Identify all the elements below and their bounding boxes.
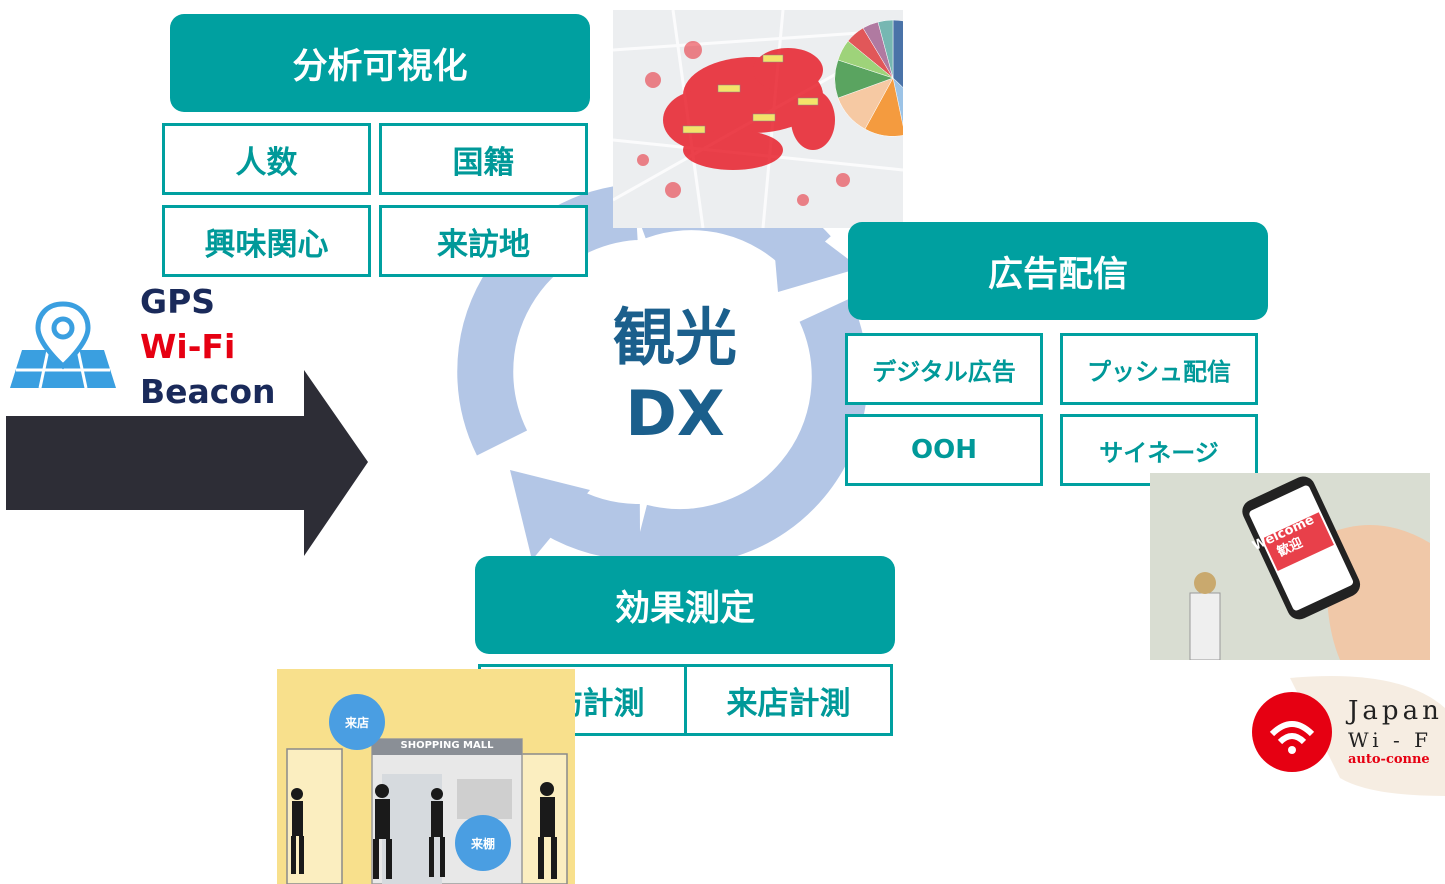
shopping-mall-image: SHOPPING MALL 来店 来棚: [277, 669, 575, 884]
map-pin-icon: [8, 300, 118, 392]
japan-wifi-logo: Japan Wi - F auto-conne: [1250, 668, 1445, 796]
mall-bubble-shelf: 来棚: [455, 815, 511, 871]
ads-cell-ooh: OOH: [845, 414, 1043, 486]
heatmap-image: [613, 10, 903, 228]
cycle-arc-right: [633, 298, 868, 565]
mall-bubble-visit-label: 来店: [344, 715, 369, 730]
source-beacon: Beacon: [140, 372, 276, 411]
mall-bubble-shelf-label: 来棚: [470, 836, 495, 851]
measure-header: 効果測定: [475, 556, 895, 654]
measure-cell-label: 来店計測: [726, 685, 851, 722]
jwifi-text-japan: Japan: [1348, 696, 1443, 726]
jwifi-text-wifi: Wi - F: [1348, 728, 1432, 752]
analysis-cell-people: 人数: [162, 123, 371, 195]
phone-photo: Welcome 歓迎: [1150, 473, 1430, 660]
analysis-cell-label: 来訪地: [437, 226, 530, 263]
mall-bubble-visit: 来店: [329, 694, 385, 750]
ads-cell-label: プッシュ配信: [1087, 357, 1231, 386]
ads-header: 広告配信: [848, 222, 1268, 320]
ads-cell-digital: デジタル広告: [845, 333, 1043, 405]
cycle-arc-left: [457, 184, 639, 456]
measure-cell-store: 来店計測: [684, 664, 893, 736]
source-gps: GPS: [140, 282, 216, 321]
ads-cell-label: OOH: [911, 435, 977, 465]
ads-cell-label: デジタル広告: [872, 357, 1016, 386]
ads-cell-label: サイネージ: [1099, 438, 1219, 467]
ads-title: 広告配信: [987, 254, 1128, 295]
analysis-title: 分析可視化: [292, 46, 468, 87]
source-wifi: Wi-Fi: [140, 327, 236, 366]
cycle-arrowhead-bottom: [510, 470, 590, 560]
measure-title: 効果測定: [614, 588, 755, 629]
input-arrow: [6, 370, 368, 556]
analysis-cell-label: 人数: [235, 144, 298, 181]
analysis-cell-label: 興味関心: [204, 226, 329, 263]
analysis-cell-nationality: 国籍: [379, 123, 588, 195]
jwifi-text-auto: auto-conne: [1348, 752, 1430, 767]
center-title-line1: 観光: [612, 301, 737, 374]
analysis-cell-interests: 興味関心: [162, 205, 371, 277]
mall-store-label: SHOPPING MALL: [400, 740, 494, 751]
analysis-cell-label: 国籍: [452, 144, 515, 181]
center-title-line2: DX: [625, 377, 725, 450]
analysis-cell-visited-places: 来訪地: [379, 205, 588, 277]
ads-cell-push: プッシュ配信: [1060, 333, 1258, 405]
analysis-header: 分析可視化: [170, 14, 590, 112]
center-title: 観光 DX: [590, 300, 760, 452]
